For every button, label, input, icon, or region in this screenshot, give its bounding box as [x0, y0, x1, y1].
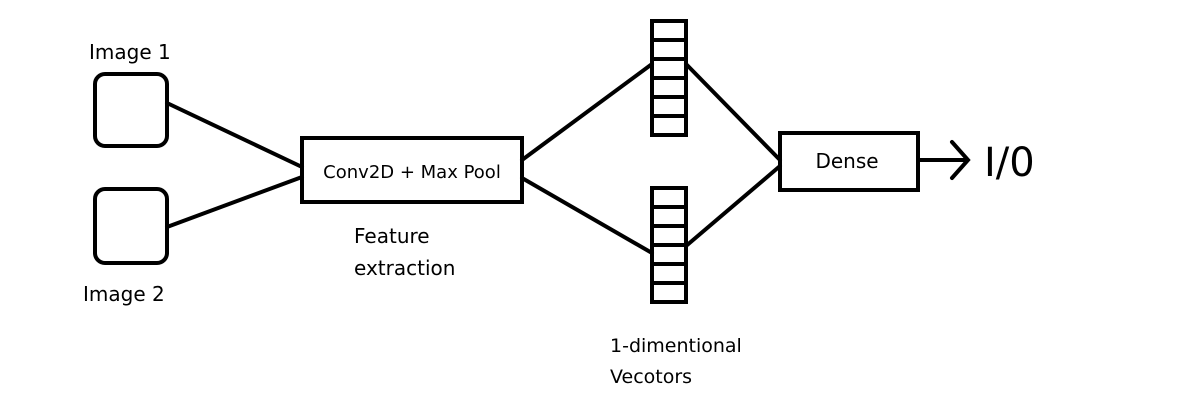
feature-extraction-label-line1: Feature: [354, 224, 430, 248]
vector-top-cell-2: [650, 38, 688, 61]
vector-bottom-cell-2: [650, 205, 688, 228]
connector-vector-top-dense: [684, 62, 782, 162]
vector-top-cell-1: [650, 19, 688, 42]
output-label: I/0: [984, 140, 1035, 186]
vector-top-cell-4: [650, 76, 688, 99]
image-1-label: Image 1: [89, 40, 171, 64]
dense-label: Dense: [815, 149, 878, 173]
vector-top-cell-6: [650, 114, 688, 137]
vector-bottom-cell-3: [650, 224, 688, 247]
feature-extraction-label-line2: extraction: [354, 256, 455, 280]
vector-bottom: [650, 186, 688, 304]
vector-top: [650, 19, 688, 137]
vector-bottom-cell-1: [650, 186, 688, 209]
vector-top-cell-3: [650, 57, 688, 80]
connector-vector-bottom-dense: [684, 164, 782, 248]
conv-maxpool-label: Conv2D + Max Pool: [323, 162, 501, 183]
vectors-label-line2: Vecotors: [610, 366, 692, 388]
connector-image2-conv: [165, 175, 304, 229]
image-2-box: [93, 187, 169, 265]
vector-bottom-cell-4: [650, 243, 688, 266]
connector-conv-vector-bottom: [520, 176, 654, 255]
connector-conv-vector-top: [520, 62, 654, 162]
vector-bottom-cell-5: [650, 262, 688, 285]
image-1-box: [93, 72, 169, 148]
output-arrow-head: [950, 140, 971, 180]
vector-top-cell-5: [650, 95, 688, 118]
connector-image1-conv: [165, 101, 304, 169]
vector-bottom-cell-6: [650, 281, 688, 304]
vectors-label-line1: 1-dimentional: [610, 335, 742, 357]
image-2-label: Image 2: [83, 282, 165, 306]
conv-maxpool-box: [300, 136, 524, 204]
